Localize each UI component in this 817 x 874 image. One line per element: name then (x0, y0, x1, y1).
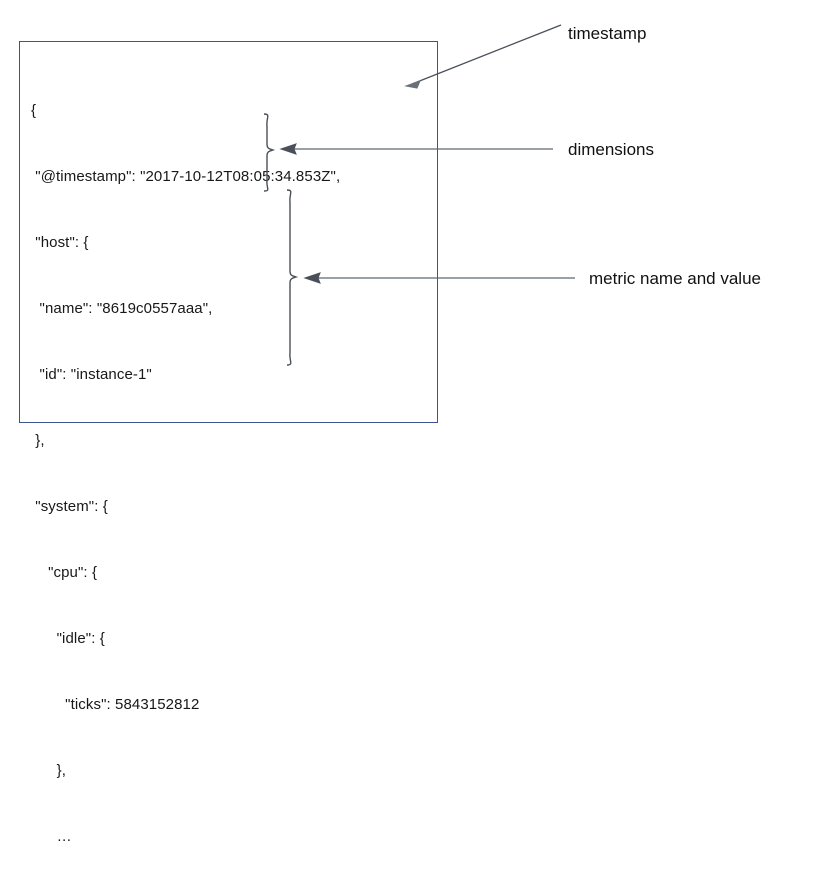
json-code-block: { "@timestamp": "2017-10-12T08:05:34.853… (31, 56, 340, 874)
code-line-ticks: "ticks": 5843152812 (31, 696, 200, 713)
annotation-label-metric: metric name and value (589, 269, 761, 288)
code-line-ellipsis: … (31, 828, 72, 845)
diagram-canvas: { "@timestamp": "2017-10-12T08:05:34.853… (19, 24, 761, 845)
code-line-timestamp: "@timestamp": "2017-10-12T08:05:34.853Z"… (31, 168, 341, 185)
code-line-system-open: "system": { (31, 498, 108, 515)
code-line: { (31, 102, 37, 119)
code-line-host-id: "id": "instance-1" (31, 366, 152, 383)
code-line-idle-open: "idle": { (31, 630, 105, 647)
code-line-idle-close: }, (31, 762, 66, 779)
annotation-label-dimensions: dimensions (568, 140, 654, 159)
code-line-cpu-open: "cpu": { (31, 564, 98, 581)
annotation-label-timestamp: timestamp (568, 24, 647, 43)
code-line-host-open: "host": { (31, 234, 89, 251)
code-line-host-name: "name": "8619c0557aaa", (31, 300, 213, 317)
json-document-box: { "@timestamp": "2017-10-12T08:05:34.853… (19, 41, 438, 845)
code-line-host-close: }, (31, 432, 45, 449)
